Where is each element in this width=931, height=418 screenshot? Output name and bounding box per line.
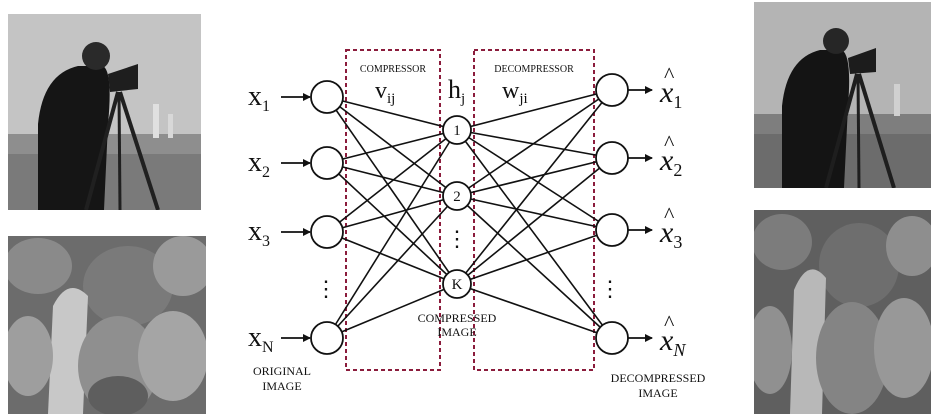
original-caption-line2: IMAGE: [262, 379, 301, 393]
hidden-layer-label: hj: [448, 75, 465, 107]
decoder-connection: [456, 129, 613, 231]
decoder-connection: [456, 229, 613, 285]
hidden-node: [442, 115, 472, 145]
decoder-weight-label: wji: [502, 78, 528, 107]
connection-lines: [326, 89, 613, 339]
output-ellipsis: ⋮: [599, 276, 621, 301]
compressor-label: COMPRESSOR: [360, 64, 426, 75]
input-labels: x1 x2 x3 xN: [248, 81, 274, 356]
decoder-connection: [456, 157, 613, 197]
compressor-box: [345, 49, 441, 371]
hidden-node-label: 1: [453, 123, 461, 139]
encoder-connection: [326, 162, 458, 285]
output-labels: x1^x2^x3^xN^: [659, 62, 686, 360]
output-hat: ^: [664, 202, 675, 227]
output-node: [595, 213, 629, 247]
output-label: x3: [659, 216, 682, 252]
input-label: x1: [248, 81, 270, 115]
decoder-connection: [456, 195, 613, 231]
output-node: [595, 141, 629, 175]
decoder-connection: [456, 157, 613, 285]
network-nodes: 1 2K: [310, 73, 629, 355]
encoder-connection: [326, 195, 458, 339]
hidden-ellipsis: ⋮: [446, 226, 468, 251]
input-label: x2: [248, 147, 270, 181]
input-node: [310, 321, 344, 355]
output-label: xN: [659, 324, 686, 360]
original-caption-line1: ORIGINAL: [253, 364, 311, 378]
encoder-connection: [326, 283, 458, 339]
encoder-connection: [326, 231, 458, 285]
decoder-connection: [456, 89, 613, 131]
original-peppers-image: [8, 236, 206, 414]
output-hat: ^: [664, 310, 675, 335]
reconstructed-peppers-image: [754, 210, 931, 414]
original-cameraman-image: [8, 14, 201, 210]
input-node: [310, 80, 344, 114]
output-hat: ^: [664, 130, 675, 155]
input-ellipsis: ⋮: [315, 276, 337, 301]
input-node: [310, 215, 344, 249]
decompressor-box: [473, 49, 595, 371]
hidden-node: [442, 181, 472, 211]
encoder-connection: [326, 129, 458, 339]
hidden-node: [442, 269, 472, 299]
output-node: [595, 321, 629, 355]
reconstructed-cameraman-image: [754, 2, 931, 188]
hidden-node-label: K: [452, 277, 463, 293]
output-hat: ^: [664, 62, 675, 87]
hidden-node-label: 2: [453, 189, 461, 205]
input-node: [310, 146, 344, 180]
output-label: x1: [659, 76, 682, 112]
input-label: xN: [248, 322, 274, 356]
decompressor-label: DECOMPRESSOR: [494, 64, 574, 75]
decoder-connection: [456, 129, 613, 339]
output-label: x2: [659, 144, 682, 180]
decompressed-caption-line2: IMAGE: [638, 386, 677, 400]
compressed-caption-line1: COMPRESSED: [418, 311, 497, 325]
encoder-connection: [326, 96, 458, 131]
compressed-caption-line2: IMAGE: [437, 325, 476, 339]
encoder-connection: [326, 195, 458, 233]
decoder-connection: [456, 89, 613, 197]
decoder-connection: [456, 195, 613, 339]
encoder-connection: [326, 129, 458, 164]
decompressed-caption-line1: DECOMPRESSED: [611, 371, 706, 385]
decoder-connection: [456, 89, 613, 285]
encoder-weight-label: vij: [375, 78, 395, 107]
io-arrows: [281, 86, 653, 342]
encoder-connection: [326, 162, 458, 197]
decoder-connection: [456, 283, 613, 339]
output-node: [595, 73, 629, 107]
input-label: x3: [248, 216, 270, 250]
encoder-connection: [326, 96, 458, 285]
decoder-connection: [456, 129, 613, 159]
encoder-connection: [326, 129, 458, 233]
